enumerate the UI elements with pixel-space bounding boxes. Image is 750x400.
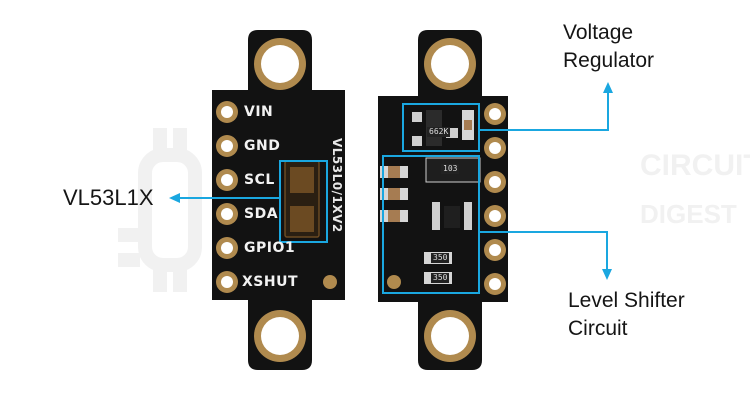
shifter-label-line2: Circuit — [568, 317, 628, 340]
resistor-1-marking: 350 — [431, 253, 450, 263]
resistor-2-marking: 350 — [431, 273, 450, 283]
sensor-label: VL53L1X — [63, 185, 154, 210]
pin-label-gnd: GND — [244, 138, 281, 154]
shifter-callout-line — [479, 231, 608, 272]
regulator-ic-marking: 662K — [427, 127, 451, 137]
pin-label-vin: VIN — [244, 104, 274, 120]
pin-pads — [216, 101, 238, 293]
pin-pads — [484, 103, 506, 295]
sensor-emitter — [290, 167, 314, 193]
pin-label-scl: SCL — [244, 172, 275, 188]
pin-label-sda: SDA — [244, 206, 279, 222]
arrow-up-icon — [603, 82, 613, 93]
level-shifter-callout-box — [382, 155, 480, 294]
test-pad — [323, 275, 337, 289]
pcb-body — [212, 30, 345, 370]
arrow-left-icon — [169, 193, 180, 203]
pin-label-xshut: XSHUT — [242, 274, 299, 290]
sensor-receiver — [290, 206, 314, 232]
test-pad — [387, 275, 401, 289]
watermark-text-2: DIGEST — [640, 199, 737, 229]
front-board — [212, 30, 345, 370]
regulator-callout-line — [479, 90, 609, 131]
regulator-label-line2: Regulator — [563, 49, 655, 72]
shifter-label-line1: Level Shifter — [568, 289, 685, 312]
chip-logo-icon — [118, 128, 202, 292]
arrow-down-icon — [602, 269, 612, 280]
back-board — [378, 30, 508, 370]
regulator-label-line1: Voltage — [563, 21, 634, 44]
pcb-body — [378, 30, 508, 370]
pin-label-gpio1: GPIO1 — [244, 240, 296, 256]
watermark-text-1: CIRCUIT — [640, 149, 750, 182]
resistor-array-marking: 103 — [441, 164, 460, 174]
regulator-callout-box — [402, 103, 480, 152]
sensor-callout-box — [279, 160, 328, 243]
